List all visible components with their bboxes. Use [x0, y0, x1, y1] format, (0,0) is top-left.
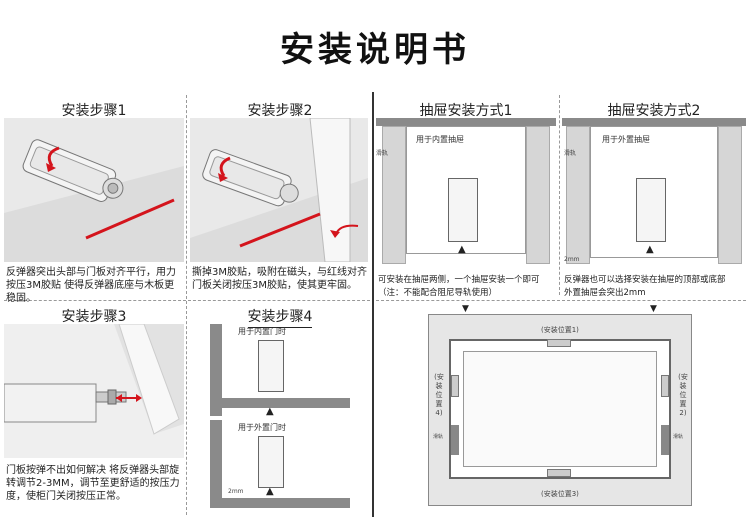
rebounder-top: [547, 339, 571, 347]
drawer2-title: 抽屉安装方式2: [607, 103, 701, 122]
step1-title-wrap: 安装步骤1: [4, 100, 184, 122]
rail-label-left: 滑轨: [376, 150, 389, 157]
alignment-red-line: [85, 198, 175, 240]
step3-desc: 门板按弹不出如何解决 将反弹器头部旋转调节2-3MM，调节至更舒适的按压力度，使…: [6, 465, 180, 502]
step4-outer-door: 用于外置门时 2mm ▲: [210, 420, 370, 512]
step1-drawing: [4, 139, 184, 262]
rail-label-left: 滑轨: [433, 434, 444, 440]
arrow-up-icon: ▲: [458, 244, 466, 255]
divider-h-left: [4, 300, 370, 301]
drawer1-desc1: 可安装在抽屉两侧，一个抽屉安装一个即可: [378, 275, 540, 285]
arrow-down-icon: ▼: [650, 304, 657, 314]
drawer2-desc1: 反弹器也可以选择安装在抽屉的顶部或底部: [564, 275, 726, 285]
drawer2-illustration: 用于外置抽屉 滑轨 2mm ▲: [562, 118, 746, 270]
gap-label: 2mm: [228, 488, 244, 495]
drawer2-desc2: 外置抽屉会突出2mm: [564, 288, 646, 298]
step1-desc: 反弹器突出头部与门板对齐平行，用力按压3M胶贴 使得反弹器底座与木板更稳固。: [6, 267, 176, 304]
step4-title-wrap: 安装步骤4: [190, 306, 370, 328]
rail-label-right: 滑轨: [673, 434, 684, 440]
rebounder-right: [661, 375, 669, 397]
step4-inner-door: 用于内置门时 ▲: [210, 324, 370, 417]
divider-v-left: [186, 95, 187, 515]
rebounder-left: [451, 375, 459, 397]
arrow-down-icon: ▼: [462, 304, 469, 314]
gap-label: 2mm: [564, 256, 580, 263]
rebounder-device: [258, 436, 284, 488]
step3-illustration: [3, 323, 184, 458]
drawer2-title-wrap: 抽屉安装方式2: [562, 100, 746, 122]
label-outer-door: 用于外置门时: [238, 423, 286, 432]
arrow-up-icon: ▲: [266, 406, 274, 417]
drawer1-label: 用于内置抽屉: [416, 135, 464, 144]
rotate-arrow-icon: [219, 156, 231, 177]
position-3-label-bottom: (安装位置3): [541, 490, 579, 498]
position-2-label: (安装位置2): [678, 373, 688, 417]
drawer1-desc2: （注：不能配合阻尼导轨使用）: [378, 288, 498, 298]
step2-illustration: [190, 117, 368, 263]
step2-drawing: [190, 117, 368, 263]
rebounder-device: [636, 178, 666, 242]
step1-illustration: [4, 118, 184, 262]
divider-h-right: [376, 300, 746, 301]
position-4-label: (安装位置4): [434, 373, 444, 417]
page-title: 安装说明书: [280, 30, 470, 70]
rebounder-bottom: [547, 469, 571, 477]
step3-drawing: [3, 323, 184, 435]
divider-v-right: [559, 95, 560, 295]
rebounder-device: [258, 340, 284, 392]
drawer2-label: 用于外置抽屉: [602, 135, 650, 144]
press-arrow-icon: [47, 146, 60, 167]
alignment-red-line: [239, 212, 321, 248]
step3-title-wrap: 安装步骤3: [4, 306, 184, 328]
position-1-label: (安装位置1): [541, 326, 579, 334]
rail-label-left: 滑轨: [564, 150, 577, 157]
label-inner-door: 用于内置门时: [238, 327, 286, 336]
install-positions-diagram: (安装位置1) (安装位置3) (安装位置4) (安装位置2) 滑轨 滑轨: [428, 314, 692, 506]
arrow-up-icon: ▲: [646, 244, 654, 255]
drawer1-title-wrap: 抽屉安装方式1: [376, 100, 556, 122]
step4-title: 安装步骤4: [247, 309, 313, 328]
step1-title: 安装步骤1: [61, 103, 127, 122]
rebounder-device: [448, 178, 478, 242]
step3-title: 安装步骤3: [61, 309, 127, 328]
step2-title: 安装步骤2: [247, 103, 313, 122]
step2-title-wrap: 安装步骤2: [190, 100, 370, 122]
step2-desc: 撕掉3M胶贴，吸附在磁头，与红线对齐门板关闭按压3M胶贴，使其更牢固。: [192, 267, 367, 291]
drawer1-illustration: 用于内置抽屉 滑轨 ▲: [376, 118, 556, 270]
divider-v-center: [372, 92, 374, 517]
drawer1-title: 抽屉安装方式1: [419, 103, 513, 122]
arrow-up-icon: ▲: [266, 486, 274, 497]
